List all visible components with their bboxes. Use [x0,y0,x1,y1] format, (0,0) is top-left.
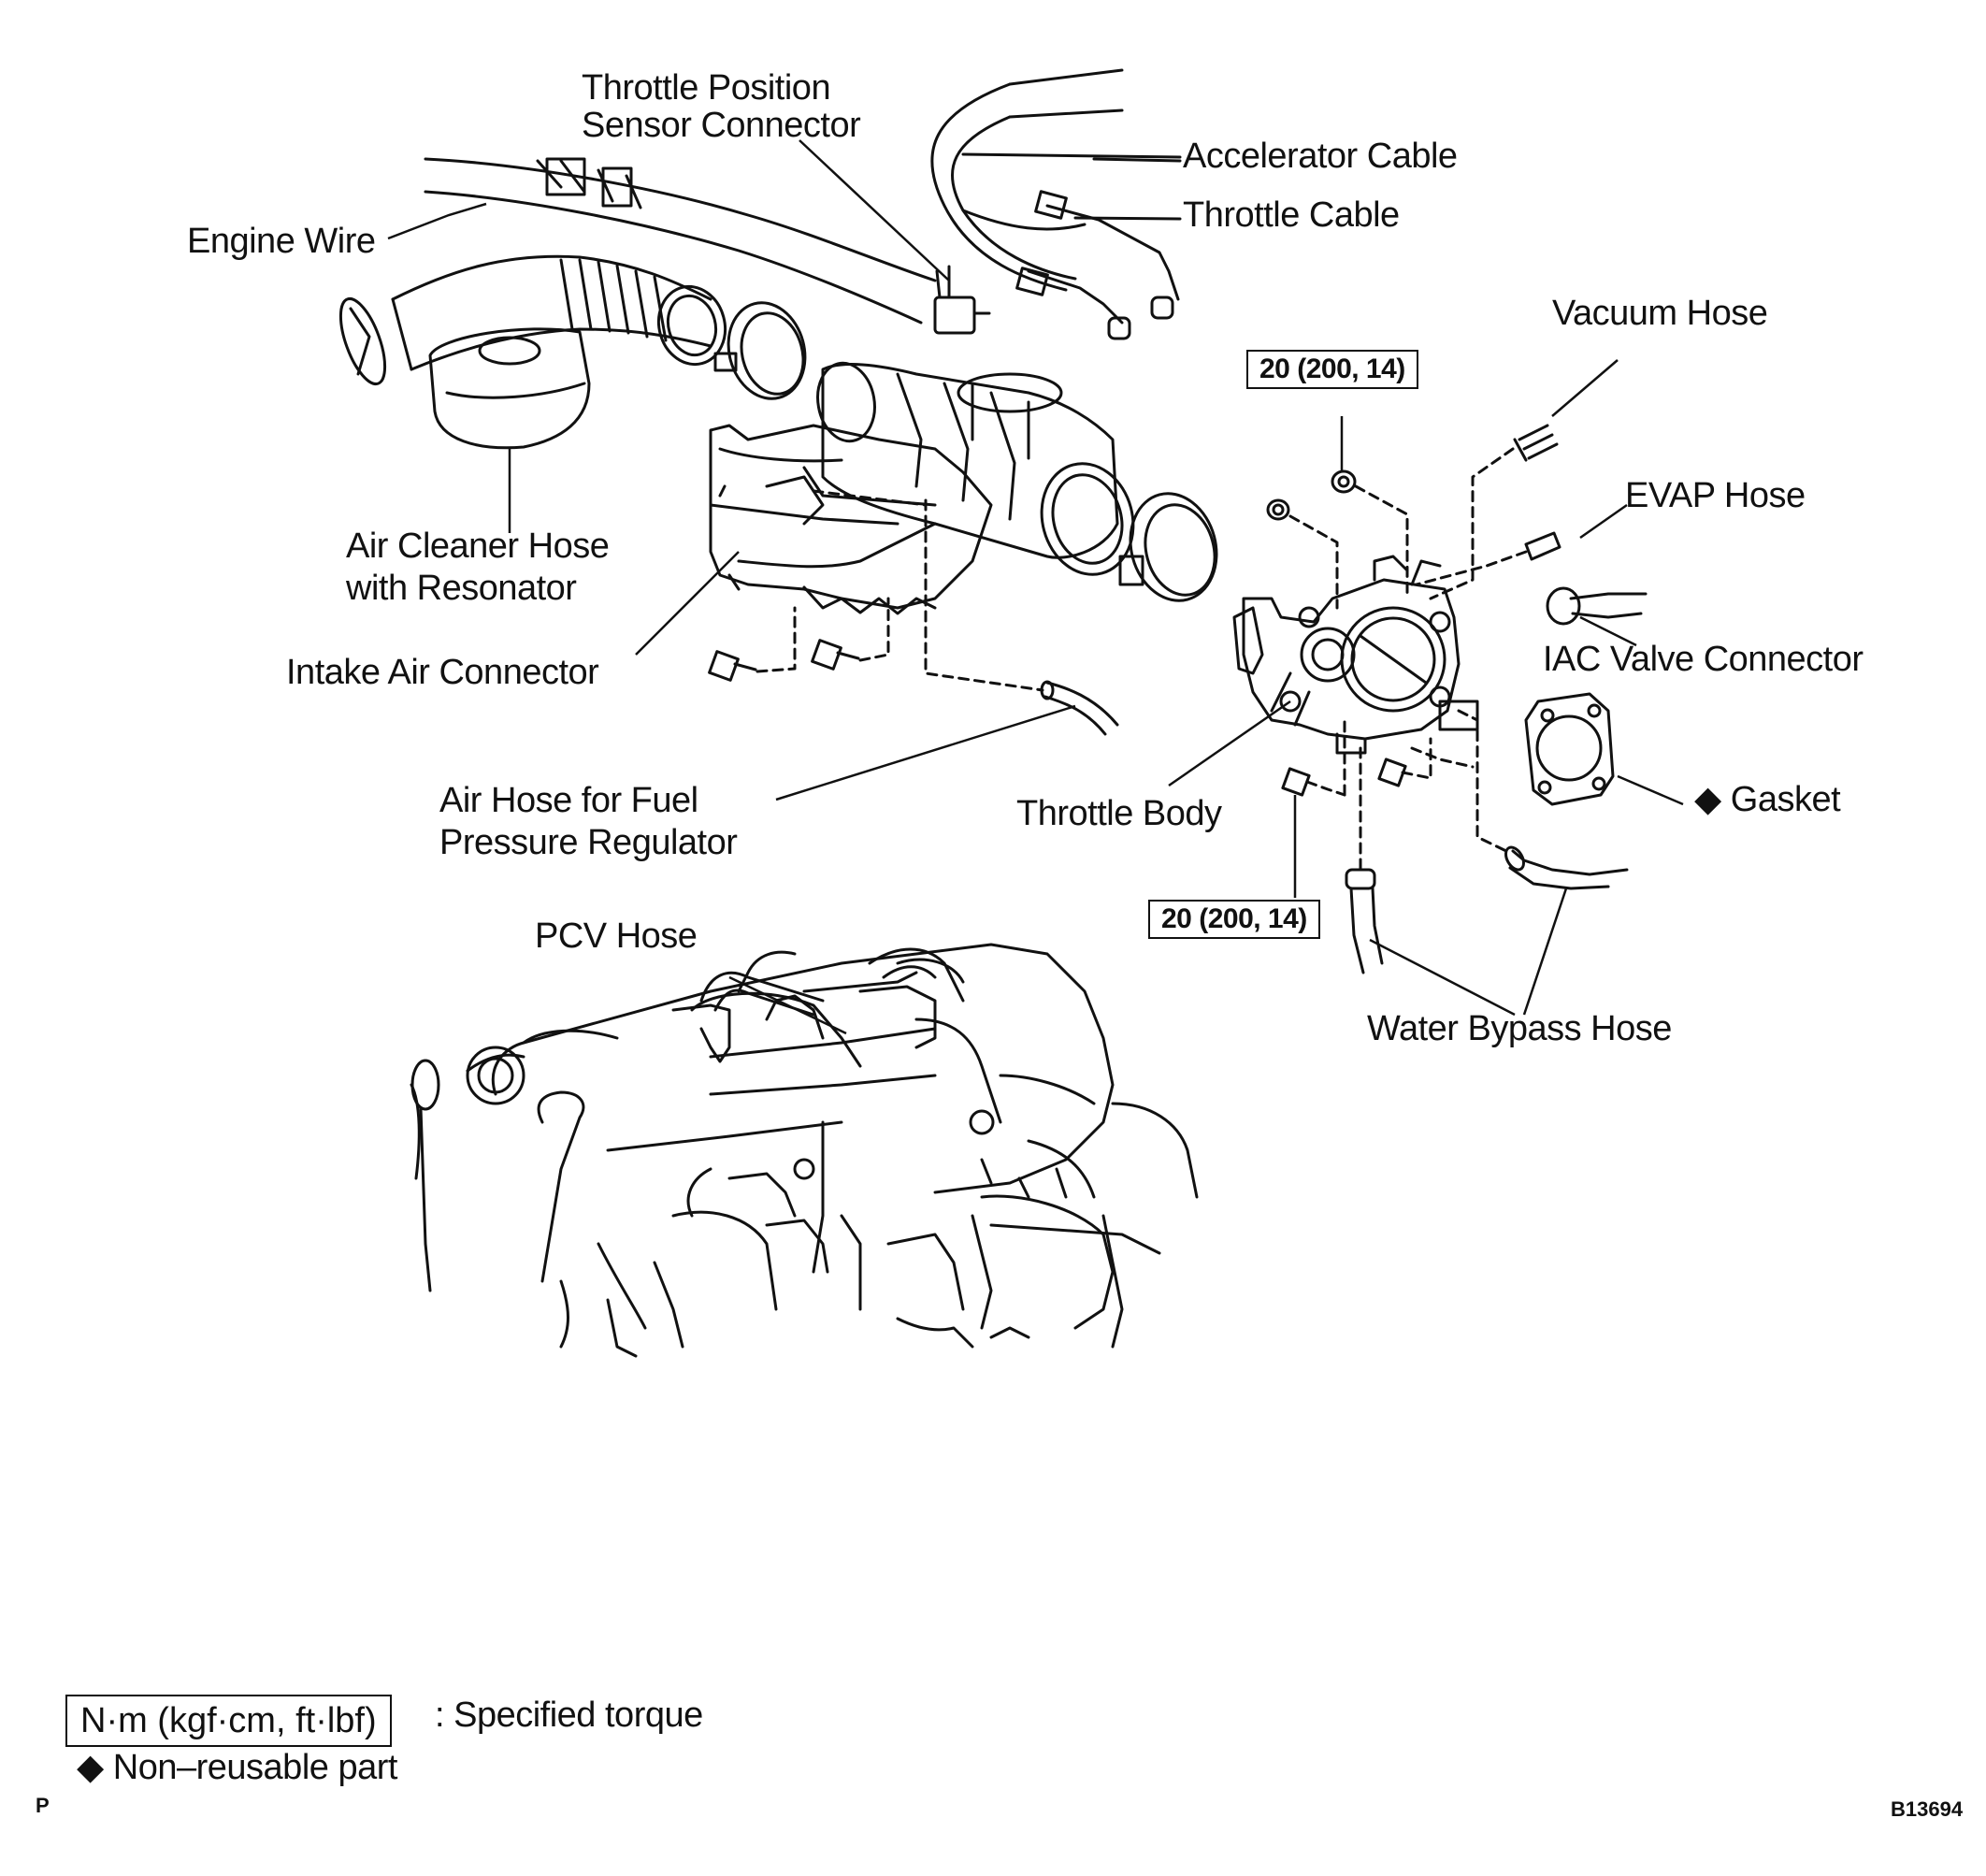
label-air-cleaner-hose-line1: Air Cleaner Hose [346,527,610,566]
label-vacuum-hose: Vacuum Hose [1552,294,1768,333]
water-bypass-hoses [1345,845,1629,974]
label-accelerator-cable: Accelerator Cable [1183,137,1458,176]
intake-bolts [708,597,890,682]
footer-left-code: P [36,1794,50,1817]
label-water-bypass-hose: Water Bypass Hose [1367,1009,1672,1048]
leader-tps [799,139,950,281]
figure-id: B13694 [1891,1797,1964,1821]
hose-clamps [713,301,1218,602]
fpr-air-hose [812,489,1119,736]
leader-intake-air-connector [635,551,740,656]
label-air-cleaner-hose-line2: with Resonator [346,569,577,608]
vacuum-evap-iac [1410,424,1648,855]
label-air-hose-fpr-line2: Pressure Regulator [439,823,738,862]
intake-air-connector-part [709,361,1135,615]
leader-vacuum-hose [1551,359,1619,417]
leader-water-bypass-2 [1522,887,1568,1016]
label-iac-valve-connector: IAC Valve Connector [1543,640,1864,679]
label-intake-air-connector: Intake Air Connector [286,653,599,692]
torque-spec-upper: 20 (200, 14) [1246,350,1418,389]
cables [930,68,1182,340]
label-throttle-position-sensor-connector-line1: Throttle Position [582,68,831,108]
engine-wire-harness [424,157,937,325]
legend-torque-description: : Specified torque [435,1696,703,1735]
leader-air-hose-fpr [775,704,1076,801]
leader-iac [1579,615,1637,647]
label-gasket: ◆ Gasket [1694,780,1841,819]
leader-gasket [1617,774,1684,806]
torque-spec-lower: 20 (200, 14) [1148,900,1320,939]
leader-evap-hose [1579,503,1628,540]
label-air-hose-fpr-line1: Air Hose for Fuel [439,781,698,820]
throttle-body-fasteners [1266,469,1432,872]
leader-water-bypass-1 [1369,938,1516,1017]
label-pcv-hose: PCV Hose [535,916,698,956]
air-cleaner-hose [338,254,727,450]
label-throttle-cable: Throttle Cable [1183,195,1400,235]
engine-assembly [410,943,1199,1358]
leader-engine-wire [387,202,487,240]
label-evap-hose: EVAP Hose [1625,476,1806,515]
label-engine-wire: Engine Wire [187,222,376,261]
legend-torque-unit: N·m (kgf·cm, ft·lbf) [65,1695,392,1747]
label-throttle-position-sensor-connector-line2: Sensor Connector [582,106,861,145]
leader-throttle-body [1168,700,1291,787]
label-throttle-body: Throttle Body [1016,794,1222,833]
legend-non-reusable: ◆ Non–reusable part [77,1748,397,1787]
gasket-part [1524,692,1615,806]
leader-pcv-hose [728,975,847,1035]
tps-connector [933,265,991,335]
